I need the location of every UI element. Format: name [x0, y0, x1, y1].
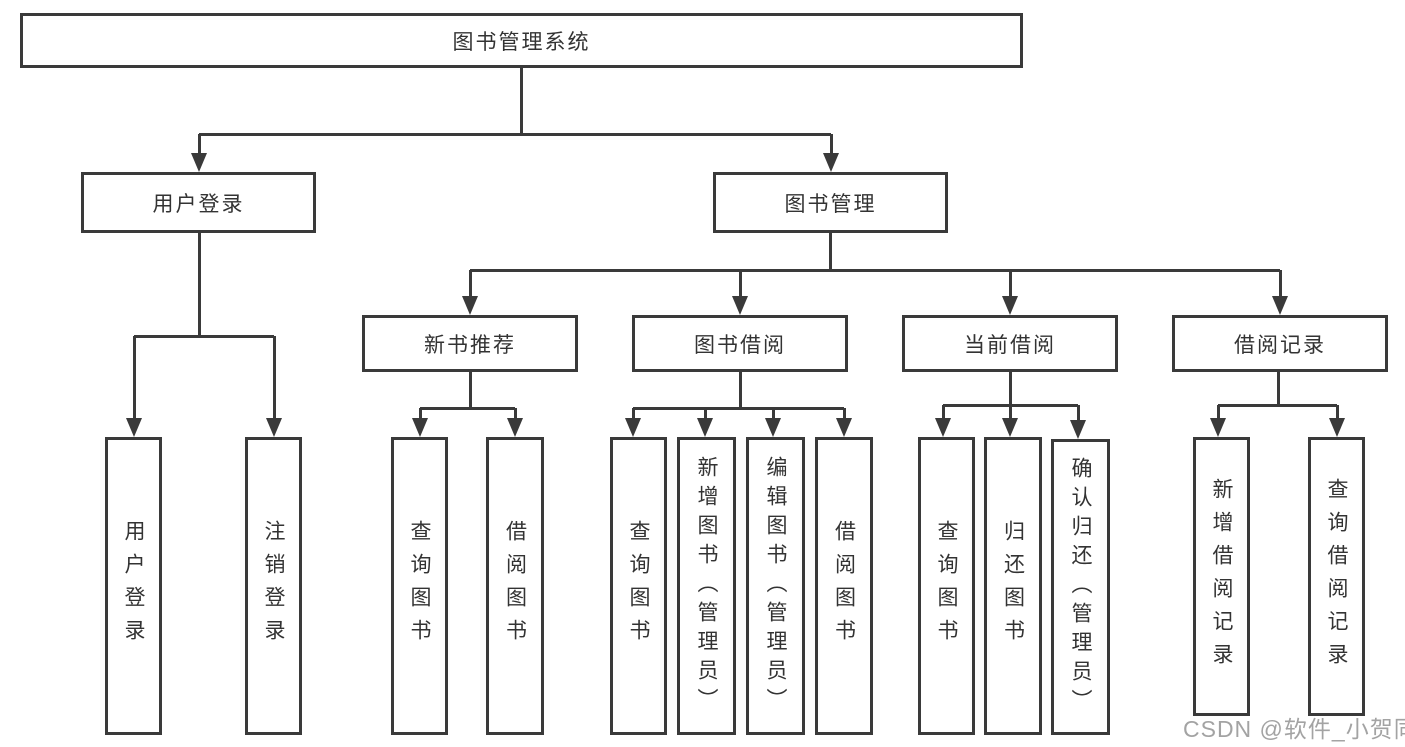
- arrowhead-down-icon: [625, 418, 641, 437]
- node-label-current-borrowing: 当前借阅: [964, 333, 1056, 357]
- node-label-leaf-query-borrow-record: 查询借阅记录: [1325, 477, 1348, 676]
- node-label-leaf-borrow-book-1: 借阅图书: [503, 520, 527, 652]
- arrow-shaft: [272, 336, 276, 421]
- arrow-shaft: [132, 336, 136, 421]
- node-label-leaf-add-book-admin: 新增图书（管理员）: [695, 455, 718, 717]
- csdn-watermark: CSDN @软件_小贺同学: [1183, 716, 1405, 742]
- arrow-shaft: [468, 270, 472, 299]
- arrow-shaft: [1335, 405, 1339, 421]
- node-leaf-user-login: 用户登录: [105, 437, 162, 735]
- node-leaf-logout: 注销登录: [245, 437, 302, 735]
- connector-v-segment: [468, 372, 472, 409]
- arrow-shaft: [941, 405, 945, 421]
- arrowhead-down-icon: [1002, 418, 1018, 437]
- node-leaf-query-book-1: 查询图书: [391, 437, 448, 735]
- node-book-management: 图书管理: [713, 172, 948, 233]
- node-label-leaf-query-book-2: 查询图书: [627, 520, 650, 652]
- node-label-borrowing-records: 借阅记录: [1234, 333, 1326, 357]
- node-label-leaf-query-book-3: 查询图书: [935, 520, 958, 652]
- node-label-leaf-query-book-1: 查询图书: [408, 520, 431, 652]
- node-borrowing-records: 借阅记录: [1172, 315, 1388, 372]
- node-leaf-borrow-book-1: 借阅图书: [486, 437, 544, 735]
- node-label-user-login: 用户登录: [152, 192, 245, 216]
- node-label-new-book-recommend: 新书推荐: [424, 333, 516, 357]
- arrowhead-down-icon: [1070, 420, 1086, 439]
- arrow-shaft: [738, 270, 742, 299]
- node-book-borrowing: 图书借阅: [632, 315, 848, 372]
- arrowhead-down-icon: [697, 418, 713, 437]
- arrowhead-down-icon: [462, 296, 478, 315]
- arrow-shaft: [1008, 405, 1012, 421]
- arrowhead-down-icon: [1272, 296, 1288, 315]
- node-leaf-query-book-2: 查询图书: [610, 437, 667, 735]
- arrow-shaft: [1278, 270, 1282, 299]
- arrow-shaft: [418, 408, 422, 421]
- node-label-leaf-return-book: 归还图书: [1001, 520, 1025, 652]
- node-label-book-management: 图书管理: [784, 192, 877, 216]
- arrowhead-down-icon: [836, 418, 852, 437]
- arrow-shaft: [771, 408, 775, 421]
- node-new-book-recommend: 新书推荐: [362, 315, 578, 372]
- arrowhead-down-icon: [732, 296, 748, 315]
- connector-v-segment: [1008, 372, 1012, 406]
- node-leaf-query-borrow-record: 查询借阅记录: [1308, 437, 1365, 716]
- arrow-shaft: [631, 408, 635, 421]
- arrowhead-down-icon: [823, 153, 839, 172]
- node-label-system: 图书管理系统: [452, 30, 591, 54]
- arrow-shaft: [842, 408, 846, 421]
- connector-h-segment: [470, 268, 1280, 272]
- connector-v-segment: [1276, 372, 1280, 406]
- arrowhead-down-icon: [412, 418, 428, 437]
- arrowhead-down-icon: [1002, 296, 1018, 315]
- arrow-shaft: [829, 134, 833, 156]
- arrowhead-down-icon: [507, 418, 523, 437]
- node-label-leaf-user-login: 用户登录: [122, 520, 145, 652]
- node-leaf-edit-book-admin: 编辑图书（管理员）: [746, 437, 805, 735]
- connector-v-segment: [828, 233, 832, 270]
- arrow-shaft: [197, 134, 201, 156]
- arrowhead-down-icon: [1329, 418, 1345, 437]
- arrowhead-down-icon: [935, 418, 951, 437]
- node-label-leaf-borrow-book-2: 借阅图书: [832, 520, 856, 652]
- node-leaf-confirm-return: 确认归还（管理员）: [1051, 439, 1110, 735]
- arrow-shaft: [703, 408, 707, 421]
- node-system: 图书管理系统: [20, 13, 1023, 68]
- node-leaf-query-book-3: 查询图书: [918, 437, 975, 735]
- node-leaf-add-borrow-record: 新增借阅记录: [1193, 437, 1250, 716]
- connector-v-segment: [738, 372, 742, 409]
- arrow-shaft: [1008, 270, 1012, 299]
- arrowhead-down-icon: [765, 418, 781, 437]
- connector-h-segment: [633, 406, 844, 410]
- connector-v-segment: [519, 68, 523, 134]
- arrowhead-down-icon: [126, 418, 142, 437]
- node-leaf-add-book-admin: 新增图书（管理员）: [677, 437, 736, 735]
- arrow-shaft: [513, 408, 517, 421]
- arrowhead-down-icon: [1210, 418, 1226, 437]
- node-label-book-borrowing: 图书借阅: [694, 333, 786, 357]
- node-label-leaf-confirm-return: 确认归还（管理员）: [1069, 456, 1092, 718]
- arrow-shaft: [1076, 405, 1080, 423]
- node-leaf-return-book: 归还图书: [984, 437, 1042, 735]
- connector-v-segment: [197, 233, 201, 336]
- connector-h-segment: [134, 334, 274, 338]
- arrowhead-down-icon: [191, 153, 207, 172]
- connector-h-segment: [1218, 403, 1337, 407]
- connector-h-segment: [199, 132, 831, 136]
- arrowhead-down-icon: [266, 418, 282, 437]
- node-leaf-borrow-book-2: 借阅图书: [815, 437, 873, 735]
- node-label-leaf-edit-book-admin: 编辑图书（管理员）: [764, 455, 787, 717]
- node-label-leaf-logout: 注销登录: [262, 520, 285, 652]
- node-current-borrowing: 当前借阅: [902, 315, 1118, 372]
- node-user-login: 用户登录: [81, 172, 316, 233]
- connector-h-segment: [420, 406, 515, 410]
- node-label-leaf-add-borrow-record: 新增借阅记录: [1210, 477, 1233, 676]
- arrow-shaft: [1216, 405, 1220, 421]
